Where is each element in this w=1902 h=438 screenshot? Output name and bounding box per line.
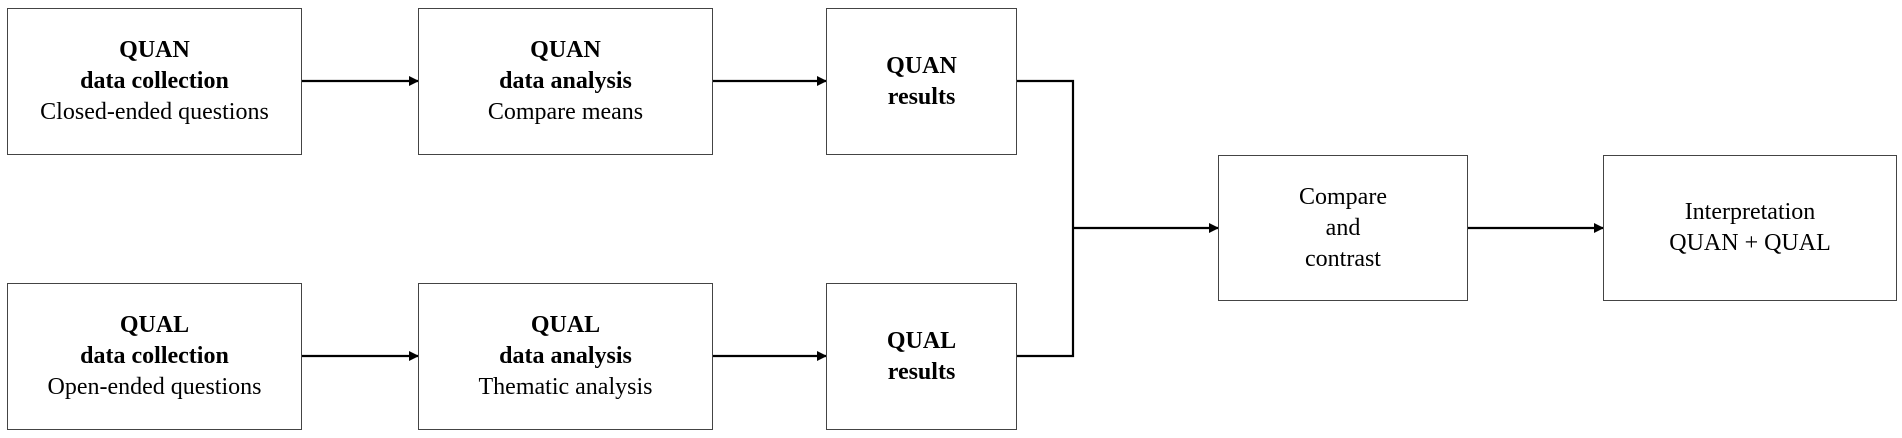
quan-results-box: QUAN results xyxy=(826,8,1017,155)
interpretation-line-2: QUAN + QUAL xyxy=(1669,230,1831,256)
qual-collection-title: QUAL xyxy=(119,312,190,338)
qual-analysis-subtitle: data analysis xyxy=(499,343,632,369)
quan-results-subtitle: results xyxy=(887,83,956,110)
interpretation-box: Interpretation QUAN + QUAL xyxy=(1603,155,1897,301)
quan-analysis-title: QUAN xyxy=(530,37,601,63)
quan-data-collection-box: QUAN data collection Closed-ended questi… xyxy=(7,8,302,155)
qual-results-box: QUAL results xyxy=(826,283,1017,430)
quan-collection-detail: Closed-ended questions xyxy=(40,99,269,125)
qual-collection-subtitle: data collection xyxy=(80,343,229,369)
quan-analysis-subtitle: data analysis xyxy=(499,68,632,94)
quan-collection-subtitle: data collection xyxy=(80,68,229,94)
connector-qual-results-to-merge xyxy=(1017,228,1075,358)
quan-analysis-detail: Compare means xyxy=(487,99,644,125)
compare-line-3: contrast xyxy=(1305,245,1381,272)
compare-line-2: and xyxy=(1325,214,1361,241)
qual-results-subtitle: results xyxy=(887,358,956,385)
quan-results-title: QUAN xyxy=(886,52,957,79)
compare-and-contrast-box: Compare and contrast xyxy=(1218,155,1468,301)
qual-results-title: QUAL xyxy=(886,327,957,354)
quan-collection-title: QUAN xyxy=(119,37,190,63)
qual-data-analysis-box: QUAL data analysis Thematic analysis xyxy=(418,283,713,430)
qual-collection-detail: Open-ended questions xyxy=(47,374,262,400)
quan-data-analysis-box: QUAN data analysis Compare means xyxy=(418,8,713,155)
interpretation-line-1: Interpretation xyxy=(1684,199,1816,225)
connector-quan-results-to-merge xyxy=(1017,79,1075,228)
qual-data-collection-box: QUAL data collection Open-ended question… xyxy=(7,283,302,430)
qual-analysis-title: QUAL xyxy=(530,312,601,338)
compare-line-1: Compare xyxy=(1299,183,1387,210)
qual-analysis-detail: Thematic analysis xyxy=(478,374,653,400)
